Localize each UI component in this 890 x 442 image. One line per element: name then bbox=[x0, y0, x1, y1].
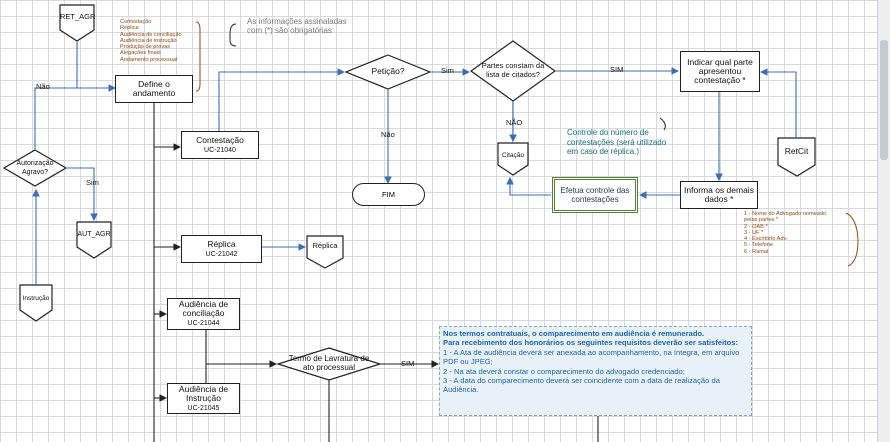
process-define-label: Define o andamento bbox=[132, 79, 176, 98]
label-sim-autorizacao: Sim bbox=[86, 178, 99, 187]
process-label: Audiência de conciliação bbox=[178, 299, 229, 318]
annotation-controle-numero: Controle do número de contestações (será… bbox=[567, 128, 667, 156]
decision-peticao[interactable]: Petição? bbox=[371, 66, 405, 76]
decision-autorizacao-shape bbox=[2, 149, 68, 187]
annotation-item: Audiência de instrução bbox=[120, 37, 177, 44]
annotation-item: Audiência de conciliação bbox=[120, 31, 182, 38]
process-audiencia-instrucao[interactable]: Audiência de Instrução UC-21045 bbox=[167, 383, 240, 414]
offpage-retcit[interactable]: RetCit bbox=[784, 146, 809, 156]
annotation-info-obrigatorias: As informações assinaladas com (*) são o… bbox=[247, 17, 347, 35]
callout-item: 1 - A Ata de audiência deverá ser anexad… bbox=[443, 347, 740, 367]
offpage-ret-agr[interactable]: RET_AGR bbox=[60, 12, 96, 21]
annotation-item: 5 - Telefone bbox=[744, 242, 774, 249]
process-label: Indicar qual parte apresentou contestaçã… bbox=[687, 57, 753, 85]
decision-termo[interactable]: Termo de Lavratura de ato processual bbox=[288, 354, 370, 372]
annotation-item: Alegações finais bbox=[120, 50, 161, 57]
bracket-list2 bbox=[845, 212, 859, 267]
offpage-ret-agr-shape bbox=[59, 4, 95, 42]
process-define-andamento[interactable]: Define o andamento bbox=[115, 75, 193, 103]
label-nao-partes: NÃO bbox=[506, 118, 523, 127]
label-sim-partes: SIM bbox=[610, 65, 624, 74]
offpage-aut-agr[interactable]: AUT_AGR bbox=[77, 231, 111, 238]
process-replica[interactable]: Réplica UC-21042 bbox=[181, 235, 262, 263]
scrollbar-thumb[interactable] bbox=[880, 40, 888, 160]
label-nao-autorizacao: Não bbox=[36, 82, 50, 91]
decision-partes[interactable]: Partes constam da lista de citados? bbox=[481, 61, 545, 79]
offpage-citacao[interactable]: Citação bbox=[501, 152, 525, 159]
callout-line: Nos termos contratuais, o comparecimento… bbox=[443, 329, 705, 338]
process-uc-code: UC-21044 bbox=[187, 320, 220, 327]
vertical-scrollbar[interactable] bbox=[877, 0, 890, 442]
process-uc-code: UC-21040 bbox=[204, 146, 236, 154]
process-audiencia-conciliacao[interactable]: Audiência de conciliação UC-21044 bbox=[167, 298, 240, 330]
process-label: Audiência de Instrução bbox=[178, 383, 229, 403]
process-efetua-controle[interactable]: Efetua controle das contestações bbox=[552, 177, 638, 213]
process-uc-code: UC-21042 bbox=[205, 250, 238, 258]
annotation-list-andamentos: Contestação Réplica Audiência de concili… bbox=[120, 19, 182, 63]
offpage-retcit-shape bbox=[777, 137, 816, 177]
callout-line: Para recebimento dos honorários os segui… bbox=[443, 338, 738, 348]
offpage-instrucao-shape bbox=[19, 284, 53, 322]
process-contestacao[interactable]: Contestação UC-21040 bbox=[181, 131, 259, 159]
annotation-item: 3 - UF * bbox=[744, 229, 764, 236]
process-label: Informa os demais dados * bbox=[684, 185, 754, 204]
annotation-item: Contestação bbox=[120, 19, 152, 25]
annotation-list-dados: 1 - Nome do Advogado nomeado pelas parte… bbox=[744, 211, 840, 255]
callout-honorarios: Nos termos contratuais, o comparecimento… bbox=[439, 326, 752, 416]
callout-item: 3 - A data do comparecimento deverá ser … bbox=[443, 376, 720, 395]
annotation-item: 6 - Ramal bbox=[744, 248, 769, 255]
callout-item: 2 - Na ata deverá constar o comparecimen… bbox=[443, 366, 685, 376]
label-sim-peticao: Sim bbox=[441, 66, 454, 75]
process-label: Réplica bbox=[207, 238, 236, 249]
process-informa-dados[interactable]: Informa os demais dados * bbox=[680, 181, 758, 209]
offpage-citacao-shape bbox=[497, 142, 529, 176]
offpage-replica[interactable]: Réplica bbox=[312, 241, 338, 250]
process-indicar-parte[interactable]: Indicar qual parte apresentou contestaçã… bbox=[680, 51, 760, 92]
process-uc-code: UC-21045 bbox=[187, 404, 220, 412]
terminator-fim[interactable]: FIM bbox=[352, 183, 425, 206]
process-label: Contestação bbox=[196, 134, 244, 145]
bracket-list1 bbox=[195, 21, 201, 92]
offpage-instrucao[interactable]: Instrução bbox=[22, 295, 50, 302]
annotation-item: Réplica bbox=[120, 25, 139, 32]
bracket-info bbox=[229, 23, 237, 47]
squiggle-marker bbox=[659, 117, 666, 131]
annotation-item: 2 - OAB * bbox=[744, 223, 768, 230]
label-nao-peticao: Não bbox=[381, 130, 395, 139]
offpage-aut-agr-shape bbox=[76, 221, 112, 259]
annotation-item: Produção de provas bbox=[120, 44, 171, 51]
annotation-item: 1 - Nome do Advogado nomeado pelas parte… bbox=[744, 211, 827, 224]
offpage-replica-shape bbox=[306, 235, 344, 269]
label-sim-termo: SIM bbox=[401, 359, 415, 368]
annotation-item: 4 - Escritório Adv. bbox=[744, 236, 788, 243]
annotation-item: Andamento processual bbox=[120, 56, 178, 63]
decision-autorizacao[interactable]: Autorização Agravo? bbox=[16, 160, 54, 176]
